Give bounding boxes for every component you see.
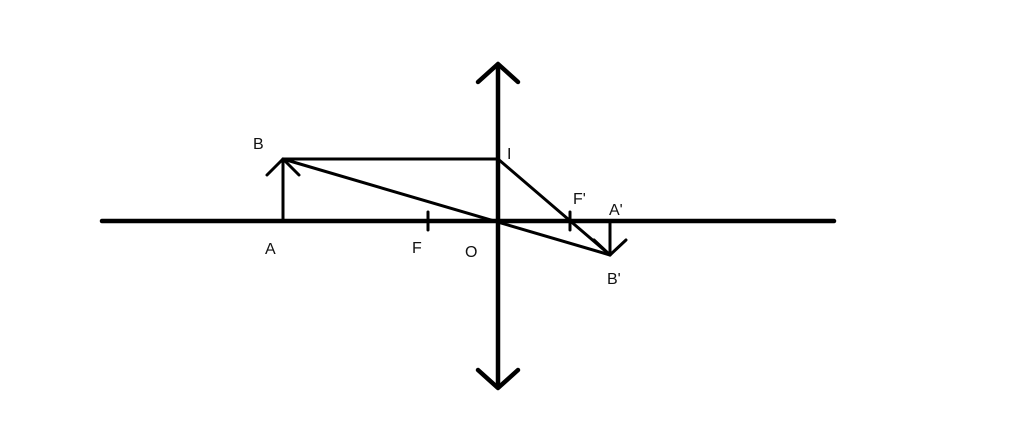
ray-b-through-o: [281, 157, 612, 257]
label-o: O: [465, 244, 477, 261]
image-arrow: [592, 219, 628, 257]
label-b-prime: B': [607, 271, 621, 288]
converging-lens: [475, 61, 521, 391]
label-f: F: [412, 240, 422, 257]
object-arrow: [265, 157, 301, 223]
lens-bottom-arrowhead: [475, 367, 521, 391]
lens-top-arrowhead: [475, 61, 521, 85]
label-a: A: [265, 241, 276, 258]
ray-i-through-f-prime: [496, 157, 612, 257]
label-i: I: [507, 146, 511, 163]
label-f-prime: F': [573, 191, 586, 208]
label-b: B: [253, 136, 264, 153]
label-a-prime: A': [609, 202, 623, 219]
